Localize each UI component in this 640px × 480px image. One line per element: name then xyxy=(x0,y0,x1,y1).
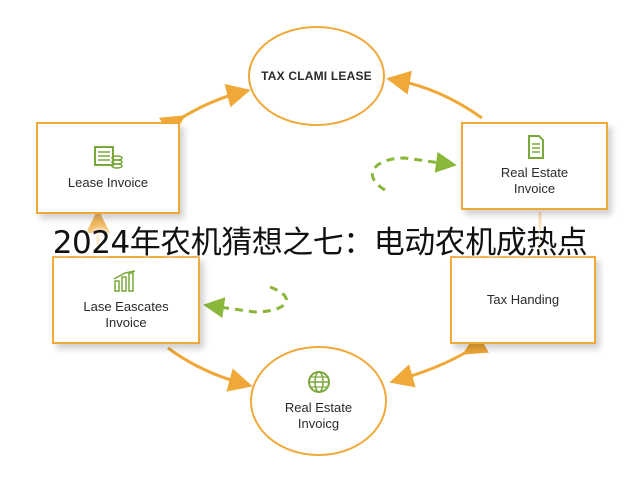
node-label: TAX CLAMI LEASE xyxy=(261,69,372,83)
node-label: Lase Eascates Invoice xyxy=(83,299,169,330)
headline-caption: 2024年农机猜想之七：电动农机成热点 xyxy=(52,225,588,261)
node-label: Real Estate Invoice xyxy=(500,165,569,196)
arrow-realestate-to-top xyxy=(386,70,483,120)
bar-chart-icon xyxy=(113,270,136,292)
cycle-arrow-right xyxy=(371,151,457,192)
node-tax-clami-lease: TAX CLAMI LEASE xyxy=(248,26,385,126)
node-real-estate-invoice-right: Real Estate Invoice xyxy=(461,122,608,210)
cycle-arrow-left xyxy=(203,285,288,319)
node-lase-eascates-invoice: Lase Eascates Invoice xyxy=(52,256,200,344)
node-lease-invoice: Lease Invoice xyxy=(36,122,180,214)
node-tax-handing: Tax Handing xyxy=(450,256,596,344)
node-label: Real Estate Invoicg xyxy=(284,400,353,431)
node-real-estate-invoice-bottom: Real Estate Invoicg xyxy=(250,346,387,456)
node-label: Lease Invoice xyxy=(67,175,149,190)
arrow-lease-to-top xyxy=(158,83,251,139)
document-icon xyxy=(527,135,544,159)
globe-icon xyxy=(307,371,330,393)
node-label: Tax Handing xyxy=(486,292,560,307)
arrow-tax-to-bottom xyxy=(389,331,490,388)
arrow-lase-to-bottom xyxy=(167,346,253,392)
document-stack-icon xyxy=(94,146,123,169)
